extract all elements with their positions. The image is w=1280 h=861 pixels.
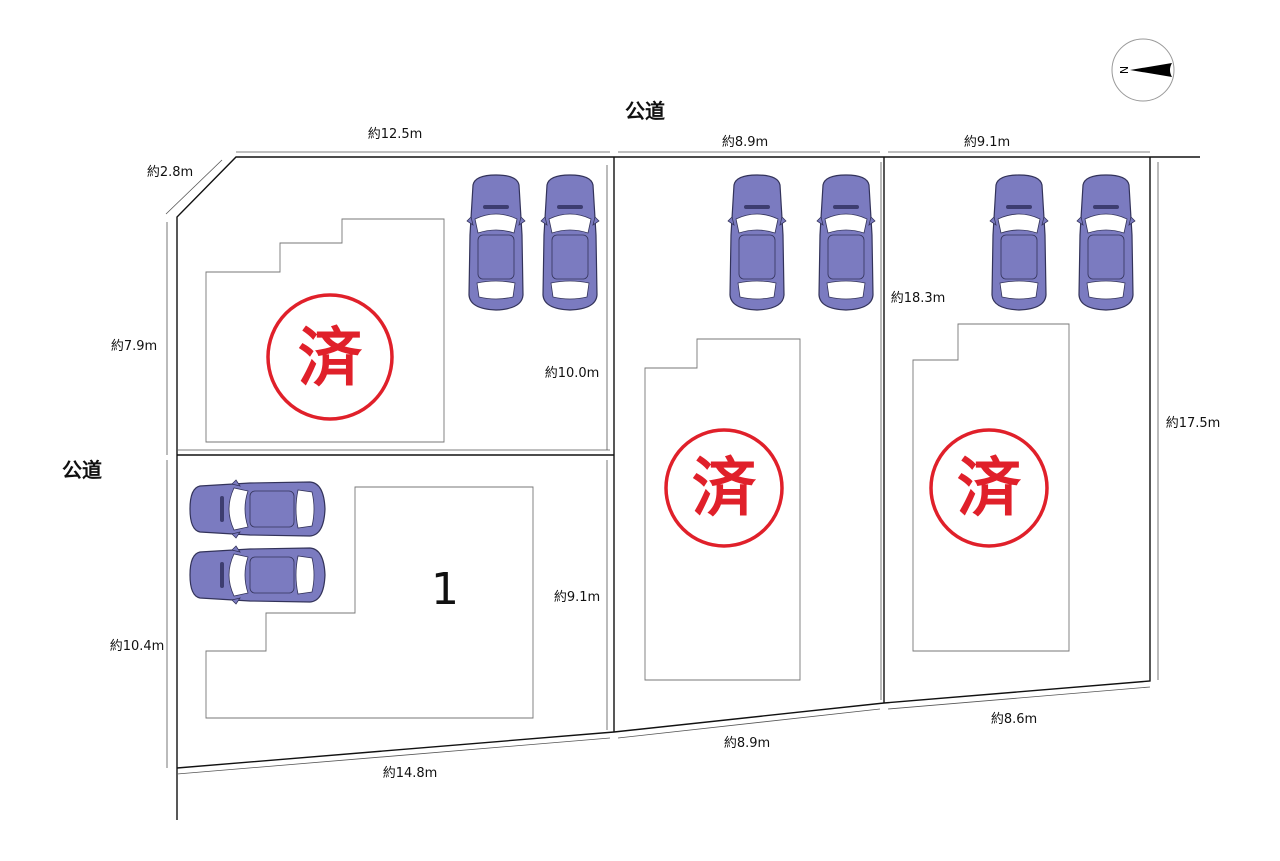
lot-boundaries (176, 156, 1200, 820)
dim-bottom-lot1: 約14.8m (383, 766, 438, 781)
house-footprint-lot-b (644, 338, 801, 681)
compass-arrow-icon (1130, 63, 1172, 77)
dim-top-lot2: 約8.9m (722, 135, 768, 150)
car-icon (816, 174, 876, 311)
dim-top-lot1: 約12.5m (368, 127, 423, 142)
dim-left-lower: 約10.4m (110, 639, 165, 654)
car-icon (989, 174, 1049, 311)
car-icon (540, 174, 600, 311)
dim-corner-cut: 約2.8m (147, 165, 193, 180)
lot-number: 1 (431, 564, 459, 615)
house-footprints (205, 218, 1070, 719)
compass-label: N (1117, 66, 1130, 74)
house-footprint-lot-a (205, 218, 445, 443)
dim-bottom-lot2: 約8.9m (724, 736, 770, 751)
dim-left-upper: 約7.9m (111, 339, 157, 354)
house-footprint-lot-1 (205, 486, 534, 719)
dimension-lines (165, 151, 1159, 775)
car-icon (1076, 174, 1136, 311)
dim-lot2-left: 約18.3m (891, 291, 946, 306)
dim-lot1-lower-right: 約9.1m (554, 590, 600, 605)
lot-b-sold-seal: 済 (664, 428, 784, 548)
sold-mark: 済 (692, 452, 757, 526)
dim-bottom-lot3: 約8.6m (991, 712, 1037, 727)
dim-lot3-right: 約17.5m (1166, 416, 1221, 431)
north-compass: N (1111, 38, 1175, 102)
sold-mark: 済 (298, 322, 363, 396)
car-icon (189, 479, 326, 539)
lot-c-sold-seal: 済 (929, 428, 1049, 548)
car-icon (727, 174, 787, 311)
car-icon (189, 545, 326, 605)
dim-top-lot3: 約9.1m (964, 135, 1010, 150)
road-label-north: 公道 (625, 99, 665, 123)
road-label-west: 公道 (62, 458, 102, 482)
house-footprint-lot-c (912, 323, 1070, 652)
sold-mark: 済 (957, 452, 1022, 526)
car-icon (466, 174, 526, 311)
dim-lot1-upper-right: 約10.0m (545, 366, 600, 381)
lot-a-sold-seal: 済 (266, 293, 394, 421)
